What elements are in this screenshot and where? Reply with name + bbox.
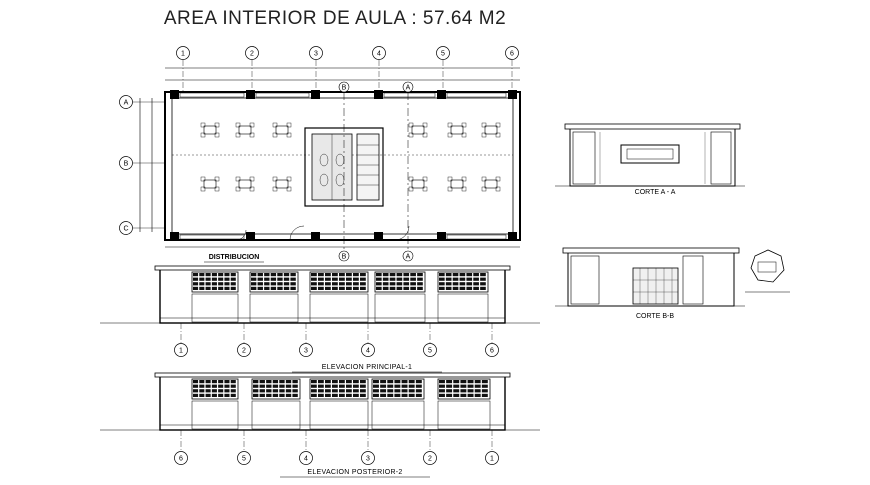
window-bay xyxy=(437,378,491,430)
plan-row-axis-bubble xyxy=(119,156,133,170)
plan-column-axis-bubble xyxy=(309,46,323,60)
plan-row-axis-label: B xyxy=(124,161,129,168)
plan-row-axis-bubble xyxy=(119,221,133,235)
window-bay xyxy=(371,378,425,430)
rear-elevation-axis-label: 6 xyxy=(179,456,183,463)
desk-group xyxy=(481,176,501,192)
window-bay xyxy=(309,271,369,323)
section-marker-label: B xyxy=(342,85,347,92)
desk-group xyxy=(447,122,467,138)
rear-elevation-axis-label: 3 xyxy=(366,456,370,463)
plan-column-axis-label: 5 xyxy=(441,51,445,58)
plan-column-axis-label: 6 xyxy=(510,51,514,58)
plan-label: DISTRIBUCION xyxy=(209,254,260,261)
rear-elevation-axis-label: 4 xyxy=(304,456,308,463)
front-elevation-axis-label: 2 xyxy=(242,348,246,355)
plan-column-axis-label: 4 xyxy=(377,51,381,58)
plan-column-axis-bubble xyxy=(245,46,259,60)
desk-group xyxy=(200,176,220,192)
desk-group xyxy=(272,122,292,138)
section-a-label: CORTE A - A xyxy=(635,189,676,196)
rear-elevation-axis-bubble xyxy=(174,451,188,465)
rear-elevation-axis-bubble xyxy=(423,451,437,465)
desk-group xyxy=(235,122,255,138)
front-elevation-axis-label: 1 xyxy=(179,348,183,355)
front-elevation: 1 2 3 4 5 6 ELEVACION PRINCIPAL-1 xyxy=(100,265,540,373)
front-elevation-label: ELEVACION PRINCIPAL-1 xyxy=(322,364,412,371)
rear-elevation: 6 5 4 3 2 1 ELEVACION POSTERIOR-2 xyxy=(100,372,540,478)
section-b: CORTE B-B xyxy=(555,247,790,320)
front-elevation-axis-label: 3 xyxy=(304,348,308,355)
plan-column-axis-bubble xyxy=(505,46,519,60)
front-elevation-axis-label: 5 xyxy=(428,348,432,355)
plan-column-axis-label: 2 xyxy=(250,51,254,58)
plan-column-axis-bubble xyxy=(372,46,386,60)
desk-group xyxy=(200,122,220,138)
front-elevation-axis-bubble xyxy=(423,343,437,357)
front-elevation-axis-bubble xyxy=(299,343,313,357)
window-bay xyxy=(437,271,489,323)
desk-group xyxy=(235,176,255,192)
floor-plan: B B A A 1 2 3 4 5 6A B C DISTRIBUCION xyxy=(119,46,521,263)
rear-elevation-axis-bubble xyxy=(485,451,499,465)
front-elevation-axis-label: 4 xyxy=(366,348,370,355)
section-marker-label: A xyxy=(406,254,411,261)
plan-row-axis-bubble xyxy=(119,95,133,109)
plan-column-axis-label: 1 xyxy=(181,51,185,58)
plan-column-axis-label: 3 xyxy=(314,51,318,58)
window-bay xyxy=(191,378,239,430)
desk-group xyxy=(408,122,428,138)
rear-elevation-label: ELEVACION POSTERIOR-2 xyxy=(307,469,402,476)
plan-column-axis-bubble xyxy=(436,46,450,60)
desk-group xyxy=(447,176,467,192)
rear-elevation-axis-label: 1 xyxy=(490,456,494,463)
plan-row-axis-label: C xyxy=(123,226,128,233)
desk-group xyxy=(272,176,292,192)
section-marker-label: A xyxy=(406,85,411,92)
rear-elevation-axis-label: 2 xyxy=(428,456,432,463)
drawing-title: AREA INTERIOR DE AULA : 57.64 M2 xyxy=(163,8,507,29)
rear-elevation-axis-label: 5 xyxy=(242,456,246,463)
rear-elevation-axis-bubble xyxy=(361,451,375,465)
window-bay xyxy=(309,378,369,430)
plan-row-axis-label: A xyxy=(124,100,129,107)
window-bay xyxy=(249,271,299,323)
section-marker-label: B xyxy=(342,254,347,261)
section-a: CORTE A - A xyxy=(555,123,745,196)
rear-elevation-axis-bubble xyxy=(299,451,313,465)
window-bay xyxy=(374,271,426,323)
desk-group xyxy=(481,122,501,138)
front-elevation-axis-bubble xyxy=(361,343,375,357)
window-bay xyxy=(251,378,301,430)
desk-group xyxy=(408,176,428,192)
front-elevation-axis-label: 6 xyxy=(490,348,494,355)
plan-column-axis-bubble xyxy=(176,46,190,60)
front-elevation-axis-bubble xyxy=(485,343,499,357)
window-bay xyxy=(191,271,239,323)
front-elevation-axis-bubble xyxy=(237,343,251,357)
section-b-label: CORTE B-B xyxy=(636,313,674,320)
front-elevation-axis-bubble xyxy=(174,343,188,357)
rear-elevation-axis-bubble xyxy=(237,451,251,465)
